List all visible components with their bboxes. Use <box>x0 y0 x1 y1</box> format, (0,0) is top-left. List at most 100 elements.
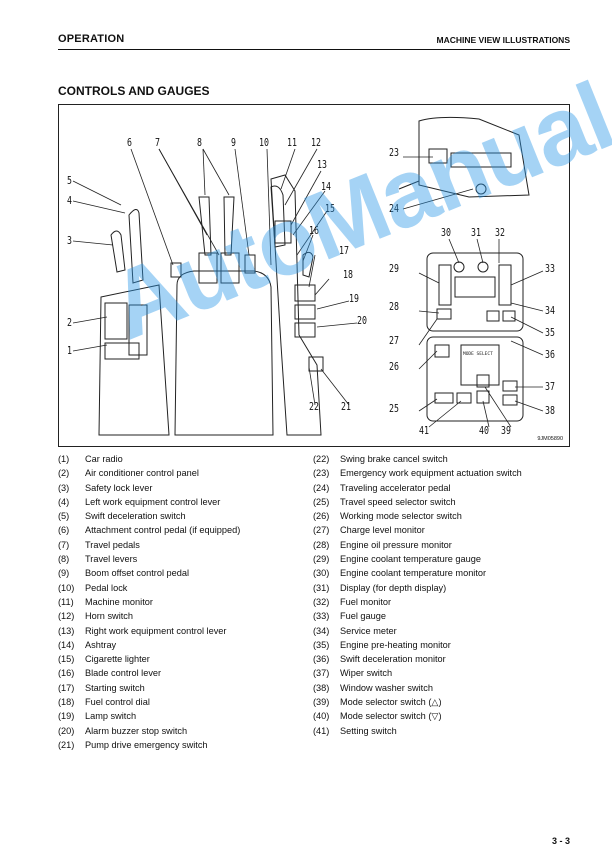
legend-item: (23) Emergency work equipment actuation s… <box>313 466 522 480</box>
legend-item: (16)Blade control lever <box>58 666 240 680</box>
legend-number: (18) <box>58 697 75 708</box>
legend-label: Boom offset control pedal <box>85 568 190 579</box>
legend-list-left: (1)Car radio (2) Air conditioner control p… <box>58 452 240 752</box>
legend-number: (35) <box>313 639 330 650</box>
legend-label: Charge level monitor <box>340 525 425 536</box>
legend-item: (8) Travel levers <box>58 552 240 566</box>
legend-label: Mode selector switch (▽) <box>340 711 442 722</box>
callout-7: 7 <box>155 136 160 149</box>
legend-item: (1)Car radio <box>58 452 240 466</box>
legend-item: (28)Engine oil pressure monitor <box>313 538 522 552</box>
legend-label: Travel speed selector switch <box>340 496 456 507</box>
legend-number: (20) <box>58 725 75 736</box>
legend-number: (22) <box>313 454 330 464</box>
legend-item: (30)Engine coolant temperature monitor <box>313 566 522 580</box>
legend-number: (33) <box>313 611 330 622</box>
callout-10: 10 <box>259 136 269 149</box>
legend-label: Safety lock lever <box>85 482 153 493</box>
legend-label: Cigarette lighter <box>85 654 150 665</box>
legend-label: Display (for depth display) <box>340 582 447 593</box>
legend-item: (2) Air conditioner control panel <box>58 466 240 480</box>
legend-number: (30) <box>313 568 330 579</box>
legend-label: Travel levers <box>85 554 138 565</box>
callout-40: 40 <box>479 424 489 437</box>
legend-number: (4) <box>58 496 70 507</box>
legend-item: (37)Wiper switch <box>313 666 522 680</box>
legend-label: Swift deceleration switch <box>85 511 186 522</box>
legend-label: Machine monitor <box>85 596 153 607</box>
legend-label: Left work equipment control lever <box>85 496 221 507</box>
callout-22: 22 <box>309 400 319 413</box>
callout-9: 9 <box>231 136 236 149</box>
callout-3: 3 <box>67 234 72 247</box>
callout-14: 14 <box>321 180 331 193</box>
legend-item: (38)Window washer switch <box>313 681 522 695</box>
legend-number: (41) <box>313 725 330 736</box>
legend-item: (5)Swift deceleration switch <box>58 509 240 523</box>
callout-30: 30 <box>441 226 451 239</box>
legend-number: (17) <box>58 682 75 693</box>
legend-label: Mode selector switch (△) <box>340 697 442 708</box>
legend-item: (11)Machine monitor <box>58 595 240 609</box>
legend-number: (16) <box>58 668 75 679</box>
legend-label: Fuel monitor <box>340 596 392 607</box>
legend-item: (24)Traveling accelerator pedal <box>313 481 522 495</box>
legend-number: (25) <box>313 496 330 507</box>
legend-number: (26) <box>313 511 330 522</box>
callout-36: 36 <box>545 348 555 361</box>
legend-label: Swift deceleration monitor <box>340 654 446 665</box>
legend-item: (32) Fuel monitor <box>313 595 522 609</box>
legend-number: (38) <box>313 682 330 693</box>
callout-33: 33 <box>545 262 555 275</box>
callout-31: 31 <box>471 226 481 239</box>
legend-number: (19) <box>58 711 75 722</box>
callout-8: 8 <box>197 136 202 149</box>
legend-number: (32) <box>313 596 330 607</box>
callout-6: 6 <box>127 136 132 149</box>
chapter-header: MACHINE VIEW ILLUSTRATIONS <box>436 35 570 45</box>
legend-item: (27)Charge level monitor <box>313 523 522 537</box>
legend-number: (10) <box>58 582 75 593</box>
legend-item: (39)Mode selector switch (△) <box>313 695 522 709</box>
callout-29: 29 <box>389 262 399 275</box>
page-number: 3 - 3 <box>551 836 570 846</box>
legend-label: Working mode selector switch <box>340 511 462 522</box>
callout-23: 23 <box>389 146 399 159</box>
legend-item: (26) Working mode selector switch <box>313 509 522 523</box>
legend-label: Pedal lock <box>85 582 128 593</box>
callout-37: 37 <box>545 380 555 393</box>
legend-number: (15) <box>58 654 75 665</box>
legend-item: (10) Pedal lock <box>58 581 240 595</box>
callout-11: 11 <box>287 136 297 149</box>
legend-item: (15) Cigarette lighter <box>58 652 240 666</box>
legend-label: Travel pedals <box>85 539 140 550</box>
legend-label: Air conditioner control panel <box>85 468 199 479</box>
legend-item: (34) Service meter <box>313 624 522 638</box>
legend-number: (1) <box>58 454 70 464</box>
legend-item: (18)Fuel control dial <box>58 695 240 709</box>
legend-item: (29)Engine coolant temperature gauge <box>313 552 522 566</box>
legend-item: (33) Fuel gauge <box>313 609 522 623</box>
callout-16: 16 <box>309 224 319 237</box>
legend-label: Pump drive emergency switch <box>85 739 208 750</box>
legend-item: (12)Horn switch <box>58 609 240 623</box>
legend-number: (34) <box>313 625 330 636</box>
legend-number: (7) <box>58 539 70 550</box>
mode-select-label: MODE SELECT <box>463 351 493 357</box>
legend-label: Service meter <box>340 625 397 636</box>
callout-28: 28 <box>389 300 399 313</box>
header-rule <box>58 49 570 50</box>
legend-item: (22)Swing brake cancel switch <box>313 452 522 466</box>
legend-label: Emergency work equipment actuation switc… <box>340 468 522 479</box>
legend-item: (4) Left work equipment control lever <box>58 495 240 509</box>
legend-number: (2) <box>58 468 70 479</box>
callout-25: 25 <box>389 402 399 415</box>
callout-5: 5 <box>67 174 72 187</box>
legend-label: Fuel gauge <box>340 611 386 622</box>
callout-35: 35 <box>545 326 555 339</box>
legend-number: (14) <box>58 639 75 650</box>
legend-number: (8) <box>58 554 70 565</box>
callout-34: 34 <box>545 304 555 317</box>
section-header: OPERATION <box>58 33 125 45</box>
legend-number: (23) <box>313 468 330 479</box>
